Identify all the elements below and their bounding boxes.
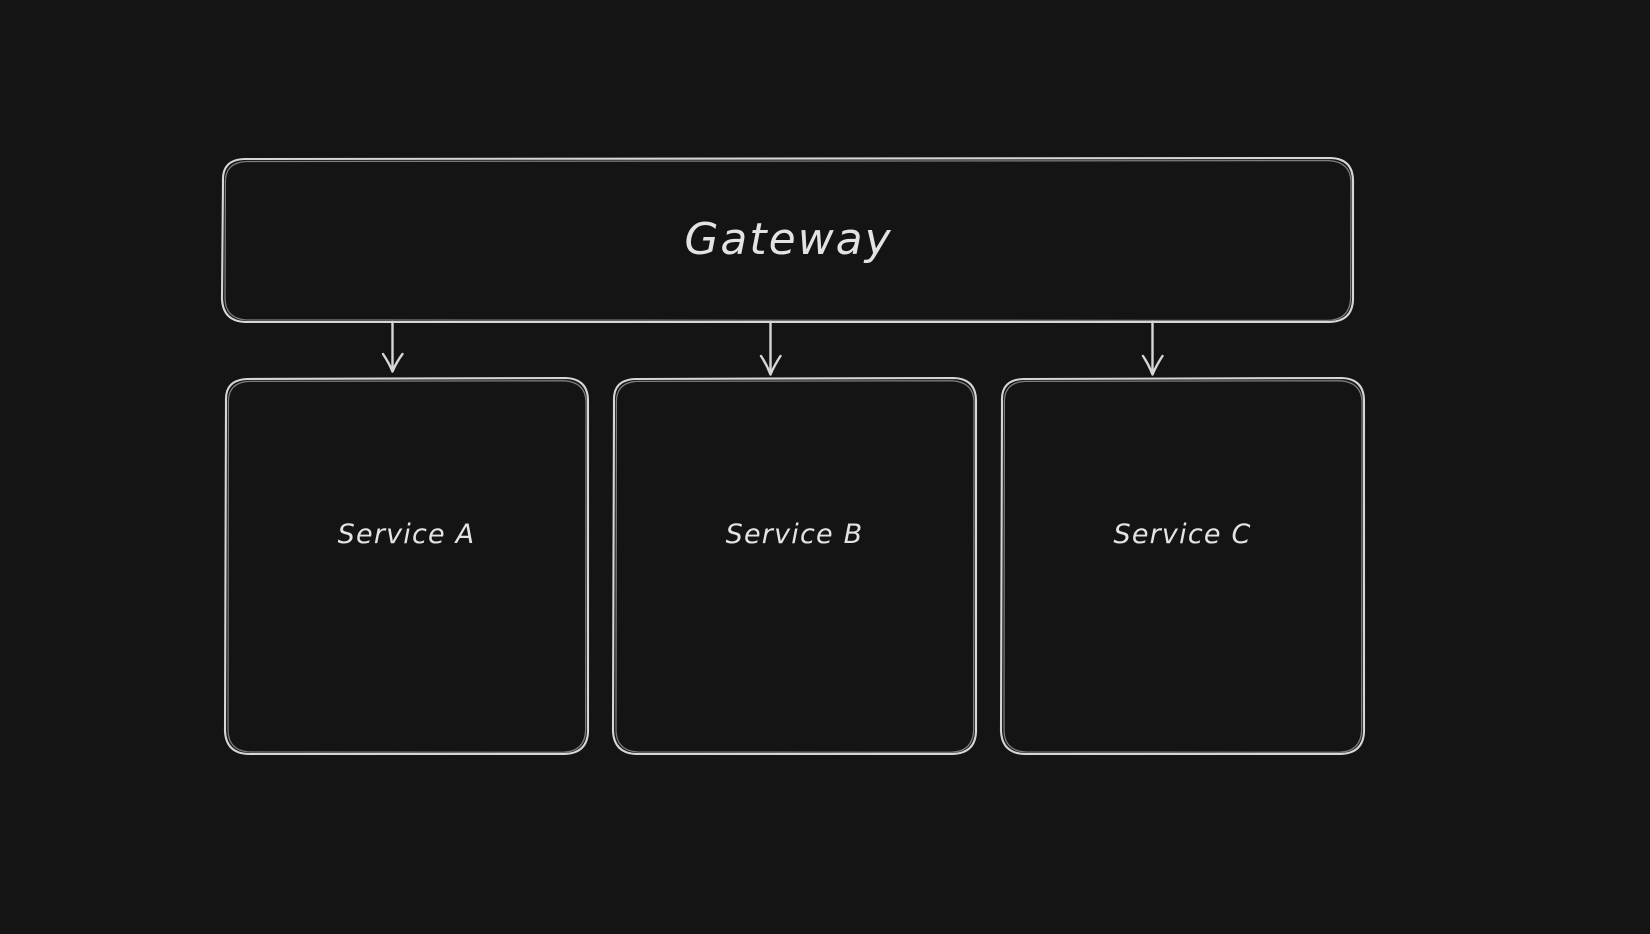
node-label-service-c: Service C (1113, 519, 1252, 550)
edge-gateway-service-b-arrowhead (759, 354, 782, 376)
edge-gateway-service-b[interactable] (759, 320, 782, 376)
node-label-service-b: Service B (725, 519, 864, 550)
edge-gateway-service-c-arrowhead (1141, 354, 1164, 376)
edge-gateway-service-a-arrowhead (381, 352, 404, 373)
service-a-box-outline (223, 376, 590, 756)
node-gateway[interactable] (220, 156, 1355, 324)
edge-gateway-service-c[interactable] (1141, 320, 1164, 376)
service-b-box-outline-sketch (615, 380, 975, 753)
node-label-service-a: Service A (337, 519, 476, 550)
node-label-gateway: Gateway (684, 214, 893, 265)
edge-gateway-service-a[interactable] (381, 320, 404, 373)
node-service-b[interactable] (611, 376, 978, 756)
service-a-box-outline-sketch (227, 380, 587, 753)
service-c-box-outline-sketch (1003, 380, 1363, 753)
gateway-box-outline (220, 156, 1355, 324)
node-service-c[interactable] (999, 376, 1366, 756)
node-service-a[interactable] (223, 376, 590, 756)
gateway-box-outline-sketch (224, 159, 1352, 322)
service-b-box-outline (611, 376, 978, 756)
service-c-box-outline (999, 376, 1366, 756)
